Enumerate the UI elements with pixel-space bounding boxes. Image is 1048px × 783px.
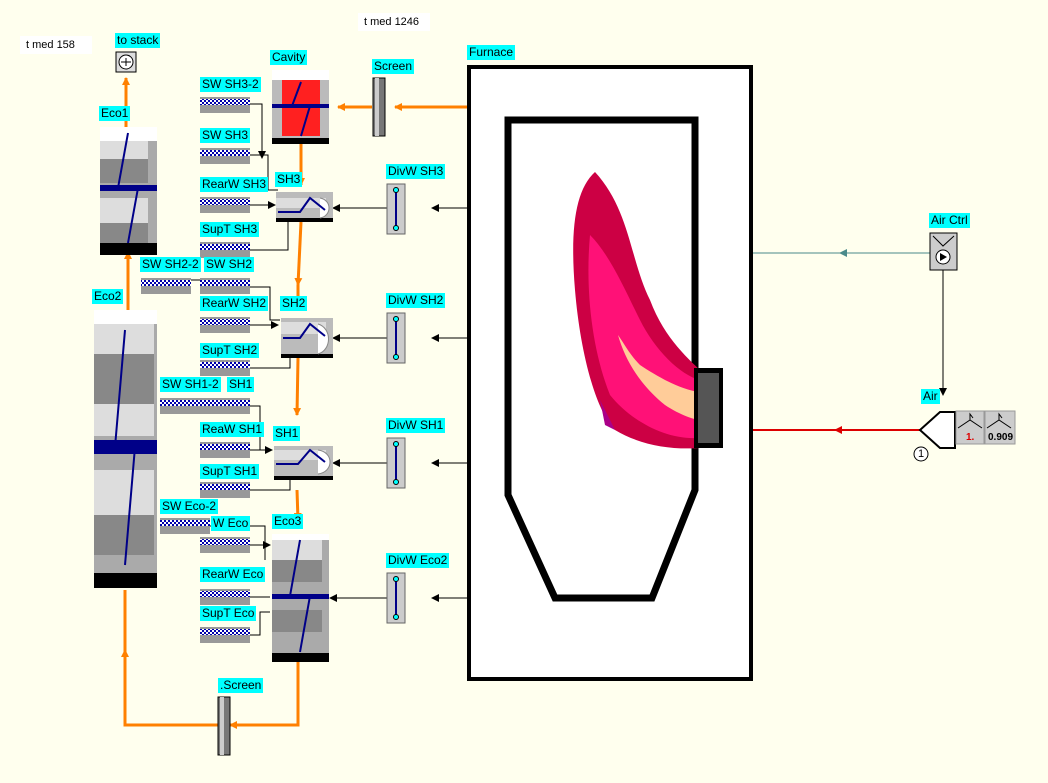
label-rearw-eco: RearW Eco (200, 567, 266, 582)
panel-sw-sh1[interactable] (208, 398, 250, 414)
label-divw-sh1: DivW SH1 (386, 418, 446, 433)
label-screen-top: Screen (372, 59, 415, 74)
panel-rearw-sh2[interactable] (200, 317, 250, 333)
panel-supt-eco[interactable] (200, 627, 250, 643)
label-sw-sh2: SW SH2 (204, 257, 255, 272)
label-sh2: SH2 (280, 296, 308, 311)
label-w-eco: W Eco (211, 516, 251, 531)
panel-supt-sh2[interactable] (200, 360, 250, 376)
label-cavity: Cavity (270, 50, 308, 65)
label-to-stack: to stack (115, 33, 161, 48)
stack-icon[interactable] (115, 51, 137, 73)
eco3-exchanger[interactable] (272, 534, 329, 662)
label-divw-sh2: DivW SH2 (386, 293, 446, 308)
panel-sw-sh2-2[interactable] (141, 278, 191, 294)
sh2-exchanger[interactable] (281, 318, 333, 358)
label-furnace: Furnace (467, 45, 516, 60)
sh3-exchanger[interactable] (276, 192, 333, 222)
label-sw-sh2-2: SW SH2-2 (140, 257, 201, 272)
label-sw-sh3: SW SH3 (200, 128, 251, 143)
label-sh3: SH3 (275, 172, 303, 187)
circle-number: 1 (918, 448, 925, 460)
panel-supt-sh3[interactable] (200, 242, 250, 258)
panel-rearw-sh3[interactable] (200, 197, 250, 213)
fan-icon-2[interactable] (984, 410, 1016, 445)
divw-sh2[interactable] (386, 312, 406, 364)
label-sw-sh3-2: SW SH3-2 (200, 77, 261, 92)
label-divw-sh3: DivW SH3 (386, 164, 446, 179)
label-supt-sh1: SupT SH1 (200, 464, 260, 479)
panel-sw-sh3[interactable] (200, 148, 250, 164)
furnace-temperature: t med 1246 (358, 13, 430, 31)
divw-sh3[interactable] (386, 183, 406, 235)
flame (573, 172, 705, 449)
label-eco3: Eco3 (272, 514, 304, 529)
air-ctrl-icon[interactable] (929, 232, 958, 271)
label-air-ctrl: Air Ctrl (929, 213, 970, 228)
divw-eco2[interactable] (386, 572, 406, 624)
label-rearw-sh2: RearW SH2 (200, 296, 269, 311)
label-sw-eco-2: SW Eco-2 (160, 499, 219, 514)
cavity-exchanger[interactable] (272, 70, 329, 144)
label-eco2: Eco2 (92, 289, 124, 304)
label-reaw-sh1: ReaW SH1 (200, 422, 265, 437)
sh1-exchanger[interactable] (274, 446, 333, 480)
label-sw-sh1-2: SW SH1-2 (160, 377, 221, 392)
eco2-exchanger[interactable] (94, 310, 157, 588)
fan1-value: 1. (966, 432, 975, 443)
fan-icon-1[interactable] (955, 410, 985, 445)
panel-sw-eco-2[interactable] (160, 518, 210, 534)
stack-temperature: t med 158 (20, 36, 92, 54)
panel-w-eco[interactable] (200, 537, 250, 553)
label-rearw-sh3: RearW SH3 (200, 177, 269, 192)
circle-marker (913, 446, 929, 462)
divw-sh1[interactable] (386, 437, 406, 489)
panel-rearw-eco[interactable] (200, 589, 250, 605)
label-sh1: SH1 (273, 426, 301, 441)
heat-connection-lines (190, 103, 947, 636)
screen-bottom[interactable] (217, 696, 231, 756)
label-eco1: Eco1 (99, 106, 131, 121)
fan2-value: 0.909 (988, 432, 1014, 443)
panel-sw-sh2[interactable] (200, 278, 250, 294)
label-supt-eco: SupT Eco (200, 606, 257, 621)
panel-supt-sh1[interactable] (200, 482, 250, 498)
panel-sw-sh1-2[interactable] (160, 398, 210, 414)
air-inlet-icon[interactable] (918, 411, 956, 449)
panel-reaw-sh1[interactable] (200, 442, 250, 458)
screen-top[interactable] (372, 77, 386, 137)
wall-panels (141, 97, 250, 643)
eco1-exchanger[interactable] (100, 127, 157, 255)
label-sw-sh1: SH1 (227, 377, 255, 392)
label-air: Air (921, 389, 940, 404)
furnace[interactable] (467, 65, 753, 681)
panel-sw-sh3-2[interactable] (200, 97, 250, 113)
label-supt-sh3: SupT SH3 (200, 222, 260, 237)
label-divw-eco2: DivW Eco2 (386, 553, 450, 568)
label-supt-sh2: SupT SH2 (200, 343, 260, 358)
label-screen-bottom: .Screen (218, 678, 264, 693)
